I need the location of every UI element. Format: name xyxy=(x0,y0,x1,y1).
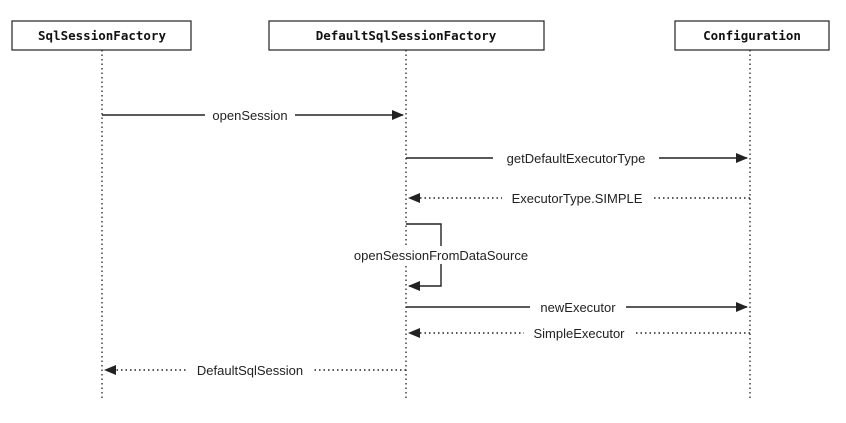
message-open-session-from-data-source: openSessionFromDataSource xyxy=(338,223,544,291)
message-new-executor: newExecutor xyxy=(406,298,748,316)
message-get-default-executor-type: getDefaultExecutorType xyxy=(406,149,748,167)
message-executor-type-simple: ExecutorType.SIMPLE xyxy=(408,189,750,207)
message-label: ExecutorType.SIMPLE xyxy=(512,191,643,206)
actor-defaultsqlsessionfactory: DefaultSqlSessionFactory xyxy=(268,20,545,51)
message-label: DefaultSqlSession xyxy=(197,363,303,378)
actor-configuration: Configuration xyxy=(674,20,830,51)
actor-label: SqlSessionFactory xyxy=(38,28,166,43)
message-label: openSessionFromDataSource xyxy=(354,248,528,263)
message-simple-executor: SimpleExecutor xyxy=(408,324,750,342)
actor-sqlsessionfactory: SqlSessionFactory xyxy=(11,20,192,51)
actor-label: Configuration xyxy=(703,28,801,43)
message-open-session: openSession xyxy=(102,106,404,124)
message-label: getDefaultExecutorType xyxy=(507,151,646,166)
actor-label: DefaultSqlSessionFactory xyxy=(316,28,497,43)
message-default-sql-session: DefaultSqlSession xyxy=(104,361,406,379)
message-label: openSession xyxy=(212,108,287,123)
message-label: newExecutor xyxy=(540,300,616,315)
message-label: SimpleExecutor xyxy=(533,326,625,341)
